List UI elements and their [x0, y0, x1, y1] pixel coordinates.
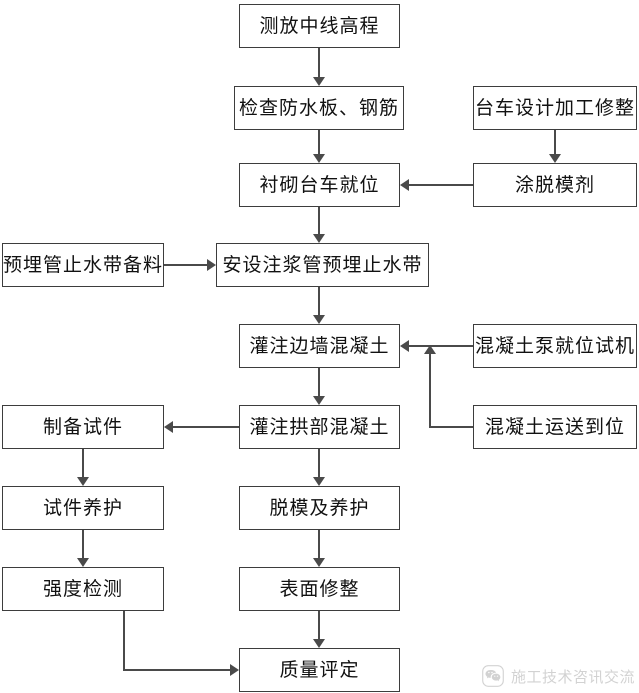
edge-trolley-to-waterstop [318, 207, 320, 234]
node-label: 表面修整 [279, 578, 360, 600]
edge-pump-to-sidewall [409, 345, 473, 347]
edge-check-to-trolley [318, 130, 320, 154]
node-label: 强度检测 [42, 578, 123, 600]
arrowhead-down-icon [549, 154, 561, 163]
node-label: 制备试件 [42, 416, 123, 438]
node-prepare-specimens[interactable]: 制备试件 [2, 405, 164, 449]
node-lining-trolley-positioning[interactable]: 衬砌台车就位 [239, 163, 400, 207]
arrowhead-down-icon [77, 558, 89, 567]
arrowhead-right-icon [207, 259, 216, 271]
arrowhead-down-icon [313, 477, 325, 486]
arrowhead-down-icon [313, 315, 325, 324]
edge-strength-elbow-horizontal [123, 669, 230, 671]
edge-sidewall-to-arch [318, 368, 320, 396]
node-specimen-curing[interactable]: 试件养护 [2, 486, 164, 530]
node-label: 涂脱模剂 [514, 174, 595, 196]
arrowhead-down-icon [313, 154, 325, 163]
node-trolley-design-fabrication[interactable]: 台车设计加工修整 [473, 86, 637, 130]
node-label: 灌注边墙混凝土 [249, 335, 390, 357]
node-apply-release-agent[interactable]: 涂脱模剂 [473, 163, 637, 207]
edge-specimens-to-curing [82, 449, 84, 477]
edge-delivery-elbow-vertical [429, 354, 431, 428]
watermark: 施工技术咨讯交流 [482, 665, 635, 687]
node-label: 安设注浆管预埋止水带 [222, 254, 423, 276]
node-strength-testing[interactable]: 强度检测 [2, 567, 164, 611]
node-surface-finishing[interactable]: 表面修整 [239, 567, 400, 611]
node-label: 混凝土运送到位 [484, 416, 625, 438]
arrowhead-down-icon [313, 234, 325, 243]
edge-arch-to-specimens [173, 426, 239, 428]
arrowhead-left-icon [400, 179, 409, 191]
node-pour-sidewall-concrete[interactable]: 灌注边墙混凝土 [239, 324, 400, 368]
node-label: 混凝土泵就位试机 [474, 335, 635, 357]
arrowhead-left-icon [164, 421, 173, 433]
node-measure-centerline[interactable]: 测放中线高程 [239, 4, 400, 48]
arrowhead-down-icon [313, 558, 325, 567]
arrowhead-down-icon [313, 639, 325, 648]
edge-surface-to-quality [318, 611, 320, 639]
node-label: 灌注拱部混凝土 [249, 416, 390, 438]
node-label: 试件养护 [42, 497, 123, 519]
arrowhead-up-icon [424, 345, 436, 354]
edge-materialprep-to-waterstop [164, 264, 207, 266]
node-check-waterproof-rebar[interactable]: 检查防水板、钢筋 [234, 86, 404, 130]
node-waterstop-material-prep[interactable]: 预埋管止水带备料 [2, 243, 164, 287]
watermark-text: 施工技术咨讯交流 [510, 668, 635, 686]
edge-trolleydesign-to-releaseagent [554, 130, 556, 154]
edge-waterstop-to-sidewall [318, 287, 320, 315]
node-label: 测放中线高程 [259, 15, 380, 37]
wechat-icon [482, 665, 504, 687]
arrowhead-left-icon [400, 340, 409, 352]
node-label: 台车设计加工修整 [474, 97, 635, 119]
edge-demolding-to-surface [318, 530, 320, 558]
edge-releaseagent-to-trolley [409, 184, 473, 186]
node-concrete-pump-positioning-test[interactable]: 混凝土泵就位试机 [473, 324, 637, 368]
node-label: 质量评定 [279, 659, 360, 681]
node-label: 检查防水板、钢筋 [238, 97, 399, 119]
edge-measure-to-check [318, 48, 320, 77]
node-install-grout-pipe-waterstop[interactable]: 安设注浆管预埋止水带 [216, 243, 429, 287]
node-pour-arch-concrete[interactable]: 灌注拱部混凝土 [239, 405, 400, 449]
node-concrete-delivered-on-site[interactable]: 混凝土运送到位 [473, 405, 637, 449]
node-quality-evaluation[interactable]: 质量评定 [239, 648, 400, 692]
edge-curing-to-strength [82, 530, 84, 558]
edge-arch-to-demolding [318, 449, 320, 477]
arrowhead-right-icon [230, 664, 239, 676]
node-label: 脱模及养护 [269, 497, 370, 519]
edge-strength-elbow-vertical [123, 611, 125, 670]
arrowhead-down-icon [313, 396, 325, 405]
node-demolding-and-curing[interactable]: 脱模及养护 [239, 486, 400, 530]
arrowhead-down-icon [77, 477, 89, 486]
arrowhead-down-icon [313, 77, 325, 86]
edge-delivery-elbow-horizontal [429, 426, 473, 428]
node-label: 衬砌台车就位 [259, 174, 380, 196]
node-label: 预埋管止水带备料 [3, 254, 164, 276]
